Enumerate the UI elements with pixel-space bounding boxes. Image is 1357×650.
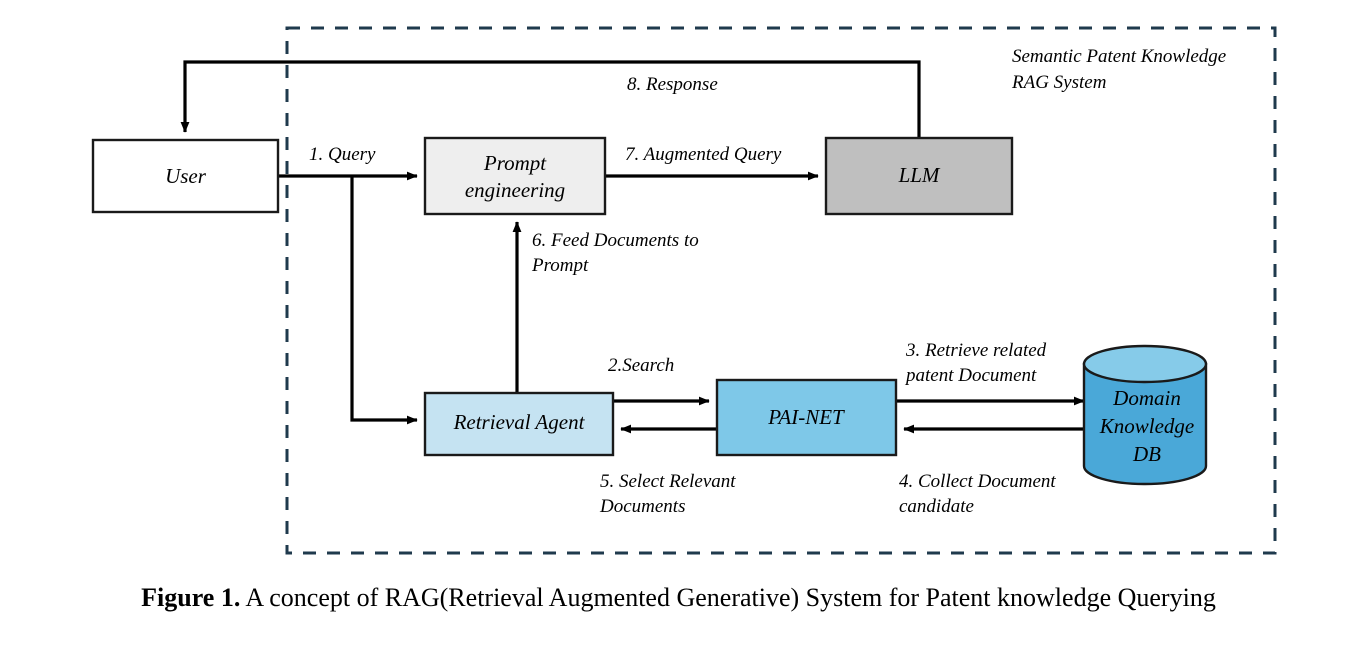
edge-select-documents-label-line1: 5. Select Relevant: [600, 471, 736, 492]
edge-retrieve-label-line2: patent Document: [904, 365, 1037, 386]
node-domain-knowledge-db-label-line2: Knowledge: [1099, 414, 1195, 438]
node-domain-knowledge-db-label-line1: Domain: [1112, 386, 1181, 410]
node-prompt-engineering-label-line2: engineering: [465, 178, 565, 202]
edge-response-label: 8. Response: [627, 74, 718, 95]
node-user-rect: [91, 138, 280, 214]
node-retrieval-agent-label: Retrieval Agent: [453, 410, 586, 434]
edge-augmented-query-label: 7. Augmented Query: [625, 144, 782, 165]
node-pai-net[interactable]: PAI-NET: [715, 378, 898, 457]
system-boundary-label-line1: Semantic Patent Knowledge: [1012, 46, 1226, 67]
node-llm[interactable]: LLM: [824, 136, 1014, 216]
edge-response-line: [180, 60, 921, 138]
node-domain-knowledge-db[interactable]: Domain Knowledge DB: [1082, 344, 1208, 486]
edge-collect-label-line2: candidate: [899, 496, 974, 517]
figure-caption: Figure 1. A concept of RAG(Retrieval Aug…: [0, 583, 1357, 613]
edge-query-label: 1. Query: [309, 144, 376, 165]
node-domain-knowledge-db-top: [1082, 344, 1208, 384]
edge-search-label: 2.Search: [608, 355, 674, 376]
edge-feed-documents-label-line1: 6. Feed Documents to: [532, 230, 699, 251]
figure-caption-text: A concept of RAG(Retrieval Augmented Gen…: [240, 583, 1216, 612]
node-llm-label: LLM: [898, 163, 941, 187]
edge-select-documents-label-line2: Documents: [599, 496, 685, 517]
system-boundary-rect: [285, 26, 1277, 555]
node-pai-net-rect: [715, 378, 898, 457]
node-retrieval-agent[interactable]: Retrieval Agent: [423, 391, 615, 457]
node-domain-knowledge-db-body: [1082, 362, 1208, 486]
node-retrieval-agent-rect: [423, 391, 615, 457]
node-llm-rect: [824, 136, 1014, 216]
edge-collect-label-line1: 4. Collect Document: [899, 471, 1056, 492]
node-user-label: User: [165, 164, 207, 188]
edge-query-branch-line: [350, 176, 418, 425]
system-boundary-label-line2: RAG System: [1011, 72, 1106, 93]
node-prompt-engineering-rect: [423, 136, 607, 216]
node-prompt-engineering[interactable]: Prompt engineering: [423, 136, 607, 216]
node-domain-knowledge-db-label-line3: DB: [1132, 442, 1161, 466]
edge-feed-documents-label-line2: Prompt: [531, 255, 589, 276]
edge-retrieve-label-line1: 3. Retrieve related: [905, 340, 1047, 361]
node-pai-net-label: PAI-NET: [767, 405, 845, 429]
node-prompt-engineering-label-line1: Prompt: [483, 151, 547, 175]
node-user[interactable]: User: [91, 138, 280, 214]
figure-caption-prefix: Figure 1.: [141, 583, 241, 612]
